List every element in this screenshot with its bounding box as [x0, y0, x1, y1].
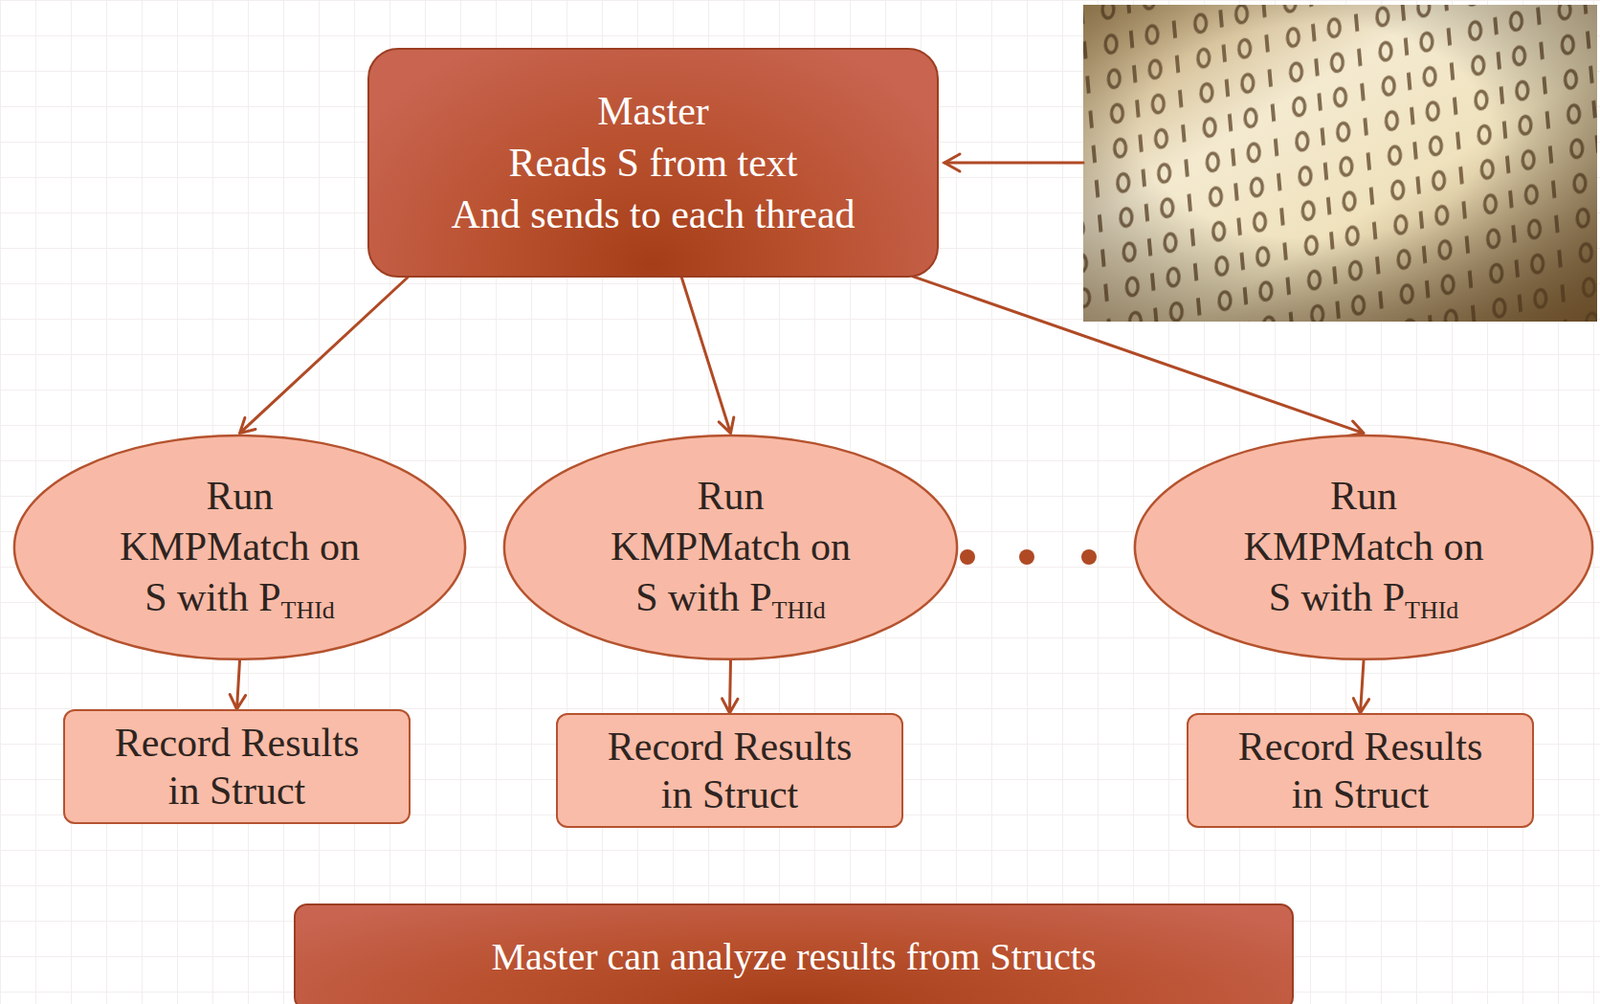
box-label: Reads S from text: [450, 136, 855, 189]
ellipsis-dots: [959, 549, 1097, 565]
flow-arrow: [240, 277, 408, 434]
flow-arrow: [1353, 660, 1369, 713]
node-content: Run KMPMatch on S with PTHId: [114, 470, 366, 623]
node-content: Run KMPMatch on S with PTHId: [1238, 470, 1489, 623]
subscript-label: THId: [1404, 596, 1459, 624]
node-content: Run KMPMatch on S with PTHId: [605, 470, 857, 623]
box-label: Record Results in Struct: [1226, 722, 1495, 819]
flow-arrow: [681, 277, 734, 434]
summary-box: Master can analyze results from Structs: [293, 903, 1294, 1004]
box-label: Record Results in Struct: [596, 722, 865, 819]
label-wrap: Run KMPMatch on S with PTHId: [605, 470, 857, 623]
node-content: MasterReads S from textAnd sends to each…: [450, 85, 855, 241]
label-wrap: Run KMPMatch on S with PTHId: [114, 470, 366, 623]
box-label: Master: [450, 85, 855, 137]
subscript-label: THId: [281, 596, 335, 624]
process-ellipse: Run KMPMatch on S with PTHId: [12, 433, 467, 662]
result-box: Record Results in Struct: [63, 709, 411, 824]
node-content: Record Results in Struct: [103, 718, 372, 815]
node-content: Record Results in Struct: [1226, 722, 1495, 819]
binary-photo: [1083, 4, 1598, 322]
box-label: And sends to each thread: [450, 188, 855, 241]
flow-arrow: [229, 660, 245, 710]
process-ellipse: Run KMPMatch on S with PTHId: [1133, 433, 1595, 662]
flow-arrow: [722, 660, 738, 713]
subscript-label: THId: [772, 596, 826, 624]
node-content: Record Results in Struct: [596, 722, 865, 819]
result-box: Record Results in Struct: [1186, 712, 1534, 828]
box-label: Record Results in Struct: [103, 718, 372, 815]
input-arrow: [944, 154, 1084, 172]
flow-arrow: [912, 276, 1364, 437]
node-content: Master can analyze results from Structs: [490, 933, 1096, 981]
process-ellipse: Run KMPMatch on S with PTHId: [502, 433, 959, 662]
result-box: Record Results in Struct: [555, 712, 904, 828]
label-wrap: Run KMPMatch on S with PTHId: [1238, 470, 1489, 623]
master-box: MasterReads S from textAnd sends to each…: [367, 47, 939, 278]
box-label: Master can analyze results from Structs: [490, 933, 1096, 981]
